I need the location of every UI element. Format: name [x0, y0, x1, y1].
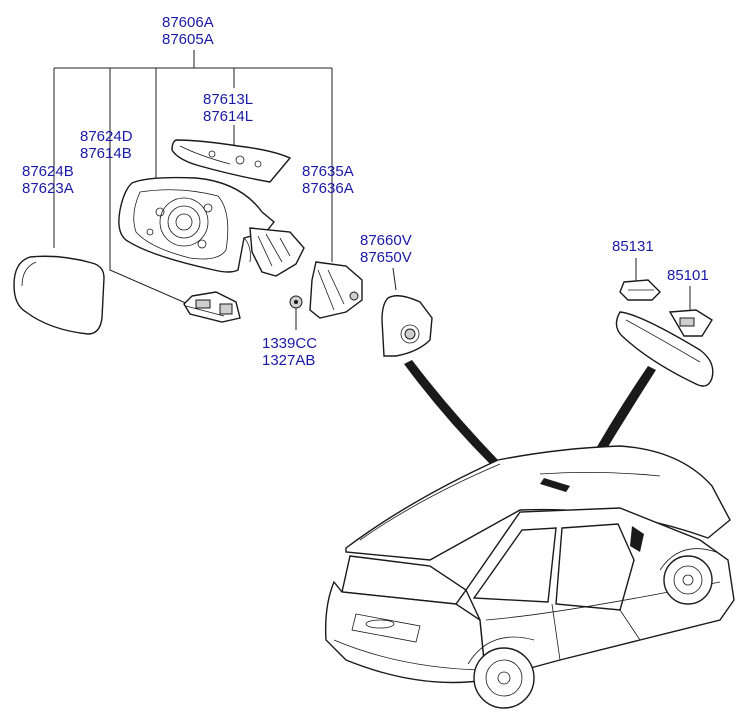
label-87623a[interactable]: 87623A [22, 180, 74, 197]
label-87660v[interactable]: 87660V [360, 232, 412, 249]
label-85131[interactable]: 85131 [612, 238, 654, 255]
pointer-bands [404, 360, 656, 470]
suv-illustration [324, 445, 735, 709]
label-1327ab[interactable]: 1327AB [262, 352, 315, 369]
part-labels: 87606A 87605A 87613L 87614L 87624D 87614… [22, 14, 709, 369]
mirror-bracket-part[interactable] [249, 227, 305, 277]
actuator-part[interactable] [183, 291, 241, 323]
mirror-glass-part[interactable] [13, 255, 105, 335]
label-87636a[interactable]: 87636A [302, 180, 354, 197]
label-87624d[interactable]: 87624D [80, 128, 133, 145]
inner-cover-part[interactable] [381, 295, 433, 357]
label-87624b[interactable]: 87624B [22, 163, 74, 180]
label-87605a[interactable]: 87605A [162, 31, 214, 48]
rear-view-mirror-part[interactable] [615, 309, 714, 387]
garnish-part[interactable] [309, 261, 363, 319]
label-87614l[interactable]: 87614L [203, 108, 253, 125]
label-87614b[interactable]: 87614B [80, 145, 132, 162]
label-87613l[interactable]: 87613L [203, 91, 253, 108]
mirror-housing-part[interactable] [118, 176, 275, 273]
screw-part[interactable] [289, 295, 303, 309]
label-87606a[interactable]: 87606A [162, 14, 214, 31]
label-85101[interactable]: 85101 [667, 267, 709, 284]
label-87635a[interactable]: 87635A [302, 163, 354, 180]
label-1339cc[interactable]: 1339CC [262, 335, 317, 352]
mirror-cover-clip-part[interactable] [619, 279, 661, 301]
label-87650v[interactable]: 87650V [360, 249, 412, 266]
leader-lines [53, 50, 691, 330]
mirror-cover-part[interactable] [171, 139, 292, 183]
